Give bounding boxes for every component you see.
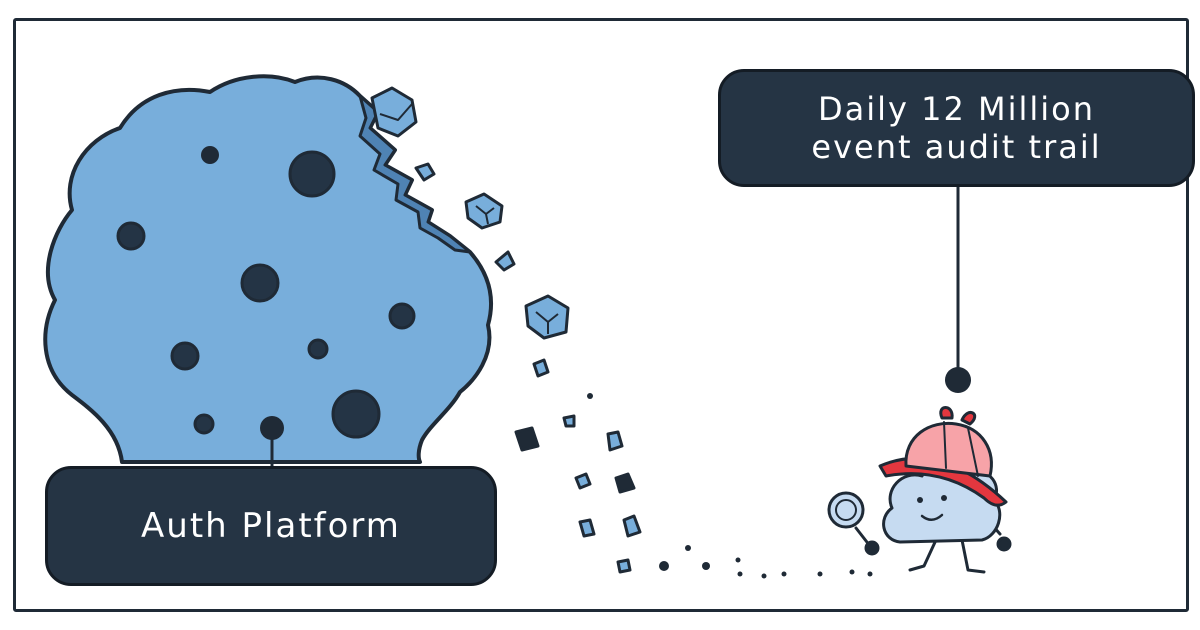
debris-piece <box>494 250 516 272</box>
callout-pin <box>945 367 971 393</box>
blob-hole <box>201 146 219 164</box>
magnifying-glass-icon <box>827 491 880 556</box>
debris-piece <box>606 430 624 452</box>
blob-hole <box>240 263 280 303</box>
debris-cube <box>535 311 559 334</box>
blob-hole <box>116 221 146 251</box>
debris-piece <box>616 558 632 574</box>
crumbling-blob <box>43 74 493 468</box>
debris-cube <box>524 294 570 340</box>
debris-piece <box>578 518 596 538</box>
debris-piece <box>514 426 540 452</box>
blob-hole <box>331 389 381 439</box>
debris-piece <box>414 162 436 182</box>
illustration-frame <box>13 18 1189 612</box>
debris-piece <box>532 358 550 378</box>
detective-cloud-mascot <box>827 406 1012 574</box>
debris-cube <box>379 103 413 121</box>
audit-trail-text: Daily 12 Million event audit trail <box>811 90 1102 166</box>
auth-platform-label: Auth Platform <box>45 466 497 586</box>
audit-trail-callout: Daily 12 Million event audit trail <box>718 69 1195 187</box>
blob-hole <box>307 338 329 360</box>
blob-crack-shade <box>358 94 472 254</box>
detective-hat-icon <box>878 406 1008 507</box>
debris-piece <box>574 472 592 490</box>
debris-piece <box>562 414 576 428</box>
debris-cube <box>464 192 504 230</box>
blob-hole <box>170 341 200 371</box>
debris-dots <box>587 393 873 579</box>
auth-platform-text: Auth Platform <box>141 506 401 546</box>
platform-pin <box>260 416 284 440</box>
blob-hole <box>288 150 336 198</box>
debris-piece <box>614 472 636 494</box>
debris <box>370 86 642 574</box>
debris-cube <box>475 205 495 225</box>
blob-hole <box>388 302 416 330</box>
blob-hole <box>193 413 215 435</box>
debris-piece <box>622 514 642 538</box>
debris-cube <box>370 86 418 138</box>
